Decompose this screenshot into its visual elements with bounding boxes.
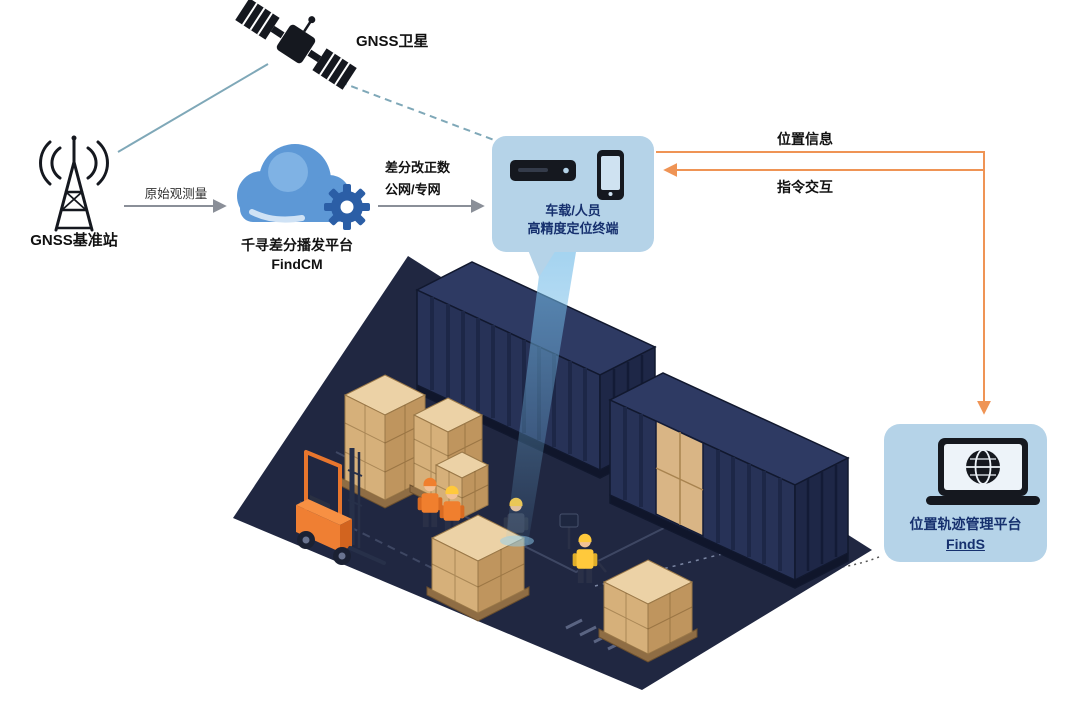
terminal-panel bbox=[492, 136, 654, 277]
pallet-d bbox=[426, 514, 530, 622]
base-station-label: GNSS基准站 bbox=[30, 232, 118, 249]
correction-data-label: 差分改正数 bbox=[385, 160, 451, 175]
shipping-container-2 bbox=[608, 372, 850, 589]
cloud-icon bbox=[237, 144, 351, 223]
smartphone-icon bbox=[597, 150, 624, 200]
gnss-satellite-icon bbox=[235, 0, 357, 90]
cloud-platform-name: 千寻差分播发平台 bbox=[241, 237, 353, 253]
satellite-label: GNSS卫星 bbox=[356, 33, 429, 50]
link-satellite-to-base bbox=[117, 63, 269, 153]
network-label: 公网/专网 bbox=[385, 182, 441, 197]
pallet-e bbox=[598, 559, 698, 663]
beam-ground-glow bbox=[500, 535, 534, 547]
handheld-screen bbox=[559, 513, 579, 549]
terminal-label-line1: 车载/人员 bbox=[545, 203, 601, 218]
connector-lines bbox=[117, 63, 991, 571]
receiver-icon bbox=[510, 160, 576, 181]
cloud-platform-product: FindCM bbox=[271, 256, 323, 272]
terminal-label-line2: 高精度定位终端 bbox=[527, 221, 619, 236]
position-info-label: 位置信息 bbox=[777, 131, 833, 147]
forklift bbox=[296, 448, 386, 565]
platform-name: 位置轨迹管理平台 bbox=[909, 516, 1022, 532]
warehouse-floor bbox=[233, 256, 872, 690]
gear-icon bbox=[324, 184, 370, 230]
arrow-terminal-to-platform bbox=[656, 151, 991, 415]
base-station-icon bbox=[39, 135, 109, 232]
command-interaction-label: 指令交互 bbox=[777, 179, 833, 195]
warehouse-scene bbox=[233, 252, 872, 690]
worker-2 bbox=[439, 485, 465, 536]
positioning-beam bbox=[506, 252, 576, 544]
link-satellite-to-terminal bbox=[339, 81, 495, 141]
platform-panel bbox=[884, 424, 1047, 562]
worker-4 bbox=[572, 533, 598, 584]
platform-product: FindS bbox=[946, 536, 985, 552]
laptop-globe-icon bbox=[926, 438, 1040, 505]
raw-observation-label: 原始观测量 bbox=[144, 187, 208, 201]
